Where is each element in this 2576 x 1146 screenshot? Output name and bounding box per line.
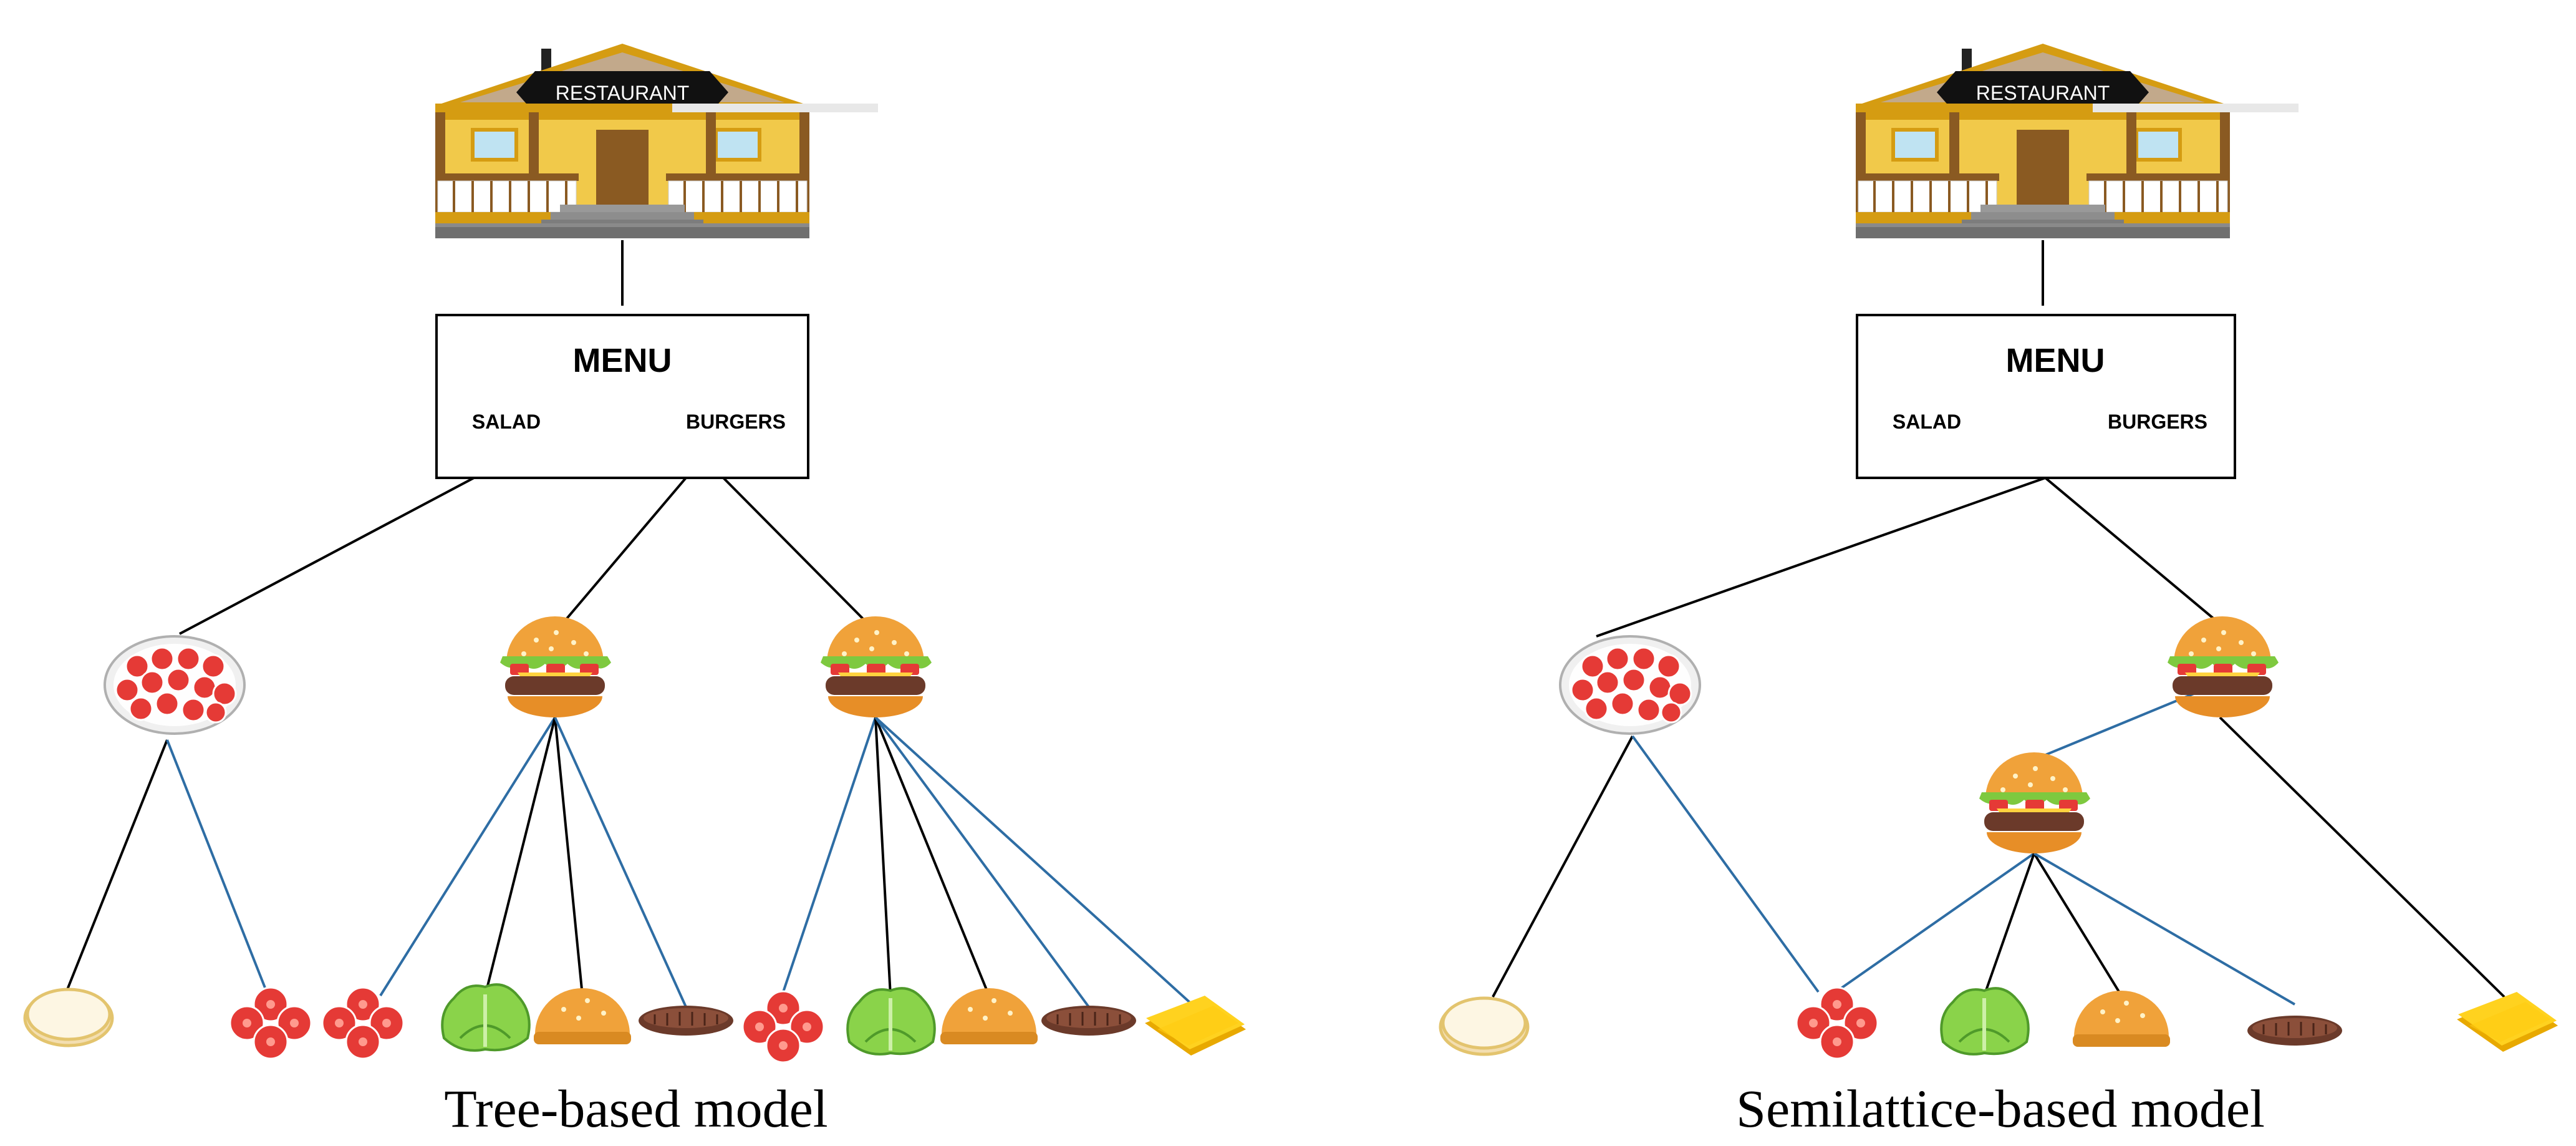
semilattice-diagram: RESTAURANT MENU SALAD BURGERS Semilattic… — [1440, 44, 2558, 1139]
edge-burger1-lettuce — [484, 717, 556, 996]
cheese-icon — [2457, 992, 2558, 1052]
lettuce-icon — [442, 984, 529, 1051]
tortilla-icon — [1440, 998, 1528, 1054]
restaurant-building: RESTAURANT — [435, 44, 878, 238]
edge-burger1-patty — [554, 717, 687, 1008]
tomato-icon — [321, 986, 405, 1060]
menu-title: MENU — [573, 342, 672, 379]
edge-burger-to-cheese — [2219, 716, 2506, 998]
menu-item-salad: SALAD — [1893, 410, 1961, 433]
tortilla-icon — [25, 989, 112, 1046]
bun-icon — [2073, 991, 2170, 1047]
edge-burger2-cheese — [874, 716, 1196, 1008]
burger-icon — [821, 616, 932, 717]
patty-icon — [637, 1004, 735, 1037]
edge-salad-tomato — [1631, 735, 1820, 993]
patty-icon — [2246, 1014, 2343, 1047]
edge-salad-tortilla — [1492, 736, 1634, 998]
salad-plate-icon — [104, 635, 246, 735]
edge-salad-tomato — [166, 739, 269, 996]
edge-burger1-bun — [554, 717, 584, 996]
burger-icon — [1979, 752, 2090, 853]
menu-box: MENU SALAD BURGERS — [435, 314, 809, 479]
edge-menu-to-plate — [1596, 477, 2046, 638]
tree-edges — [66, 240, 1196, 1008]
tomato-icon — [741, 990, 825, 1064]
edge-burgers-to-burger2 — [722, 477, 871, 626]
salad-plate-icon — [1559, 635, 1701, 735]
edge-menu-to-burger — [2044, 477, 2221, 625]
edge-burger2-bun — [874, 717, 990, 996]
patty-icon — [1040, 1004, 1137, 1037]
caption-tree: Tree-based model — [444, 1079, 827, 1139]
edge-sub-bun — [2033, 852, 2123, 997]
bun-icon — [534, 988, 631, 1044]
menu-box: MENU SALAD BURGERS — [1856, 314, 2236, 479]
menu-item-burgers: BURGERS — [686, 410, 786, 433]
semilattice-edges — [1492, 240, 2506, 1006]
restaurant-sign: RESTAURANT — [556, 82, 690, 104]
edge-sub-patty — [2033, 852, 2296, 1006]
edge-salad-to-plate — [179, 477, 475, 635]
menu-item-salad: SALAD — [472, 410, 541, 433]
menu-title: MENU — [2006, 342, 2105, 379]
edge-burger-to-subburger — [2030, 692, 2194, 762]
edge-burgers-to-burger1 — [560, 477, 687, 626]
edge-burger2-lettuce — [874, 717, 892, 996]
bun-icon — [940, 988, 1038, 1044]
tree-diagram: RESTAURANT MENU SALAD BURGERS Tree-based… — [25, 44, 1246, 1139]
restaurant-building: RESTAURANT — [1856, 44, 2299, 238]
lettuce-icon — [1941, 988, 2028, 1054]
burger-icon — [500, 616, 611, 717]
tomato-icon — [1795, 986, 1879, 1060]
edge-salad-tortilla — [66, 739, 168, 990]
burger-icon — [2168, 616, 2279, 717]
restaurant-sign: RESTAURANT — [1976, 82, 2110, 104]
edge-sub-lettuce — [1983, 853, 2035, 996]
menu-item-burgers: BURGERS — [2108, 410, 2207, 433]
lettuce-icon — [847, 988, 935, 1054]
edge-burger2-tomato — [781, 717, 877, 996]
edge-sub-tomato — [1835, 852, 2035, 993]
edge-burger2-patty — [874, 716, 1090, 1008]
edge-burger1-tomato — [379, 716, 556, 997]
cheese-icon — [1145, 996, 1246, 1056]
tomato-icon — [229, 986, 312, 1060]
caption-semilattice: Semilattice-based model — [1736, 1079, 2265, 1139]
